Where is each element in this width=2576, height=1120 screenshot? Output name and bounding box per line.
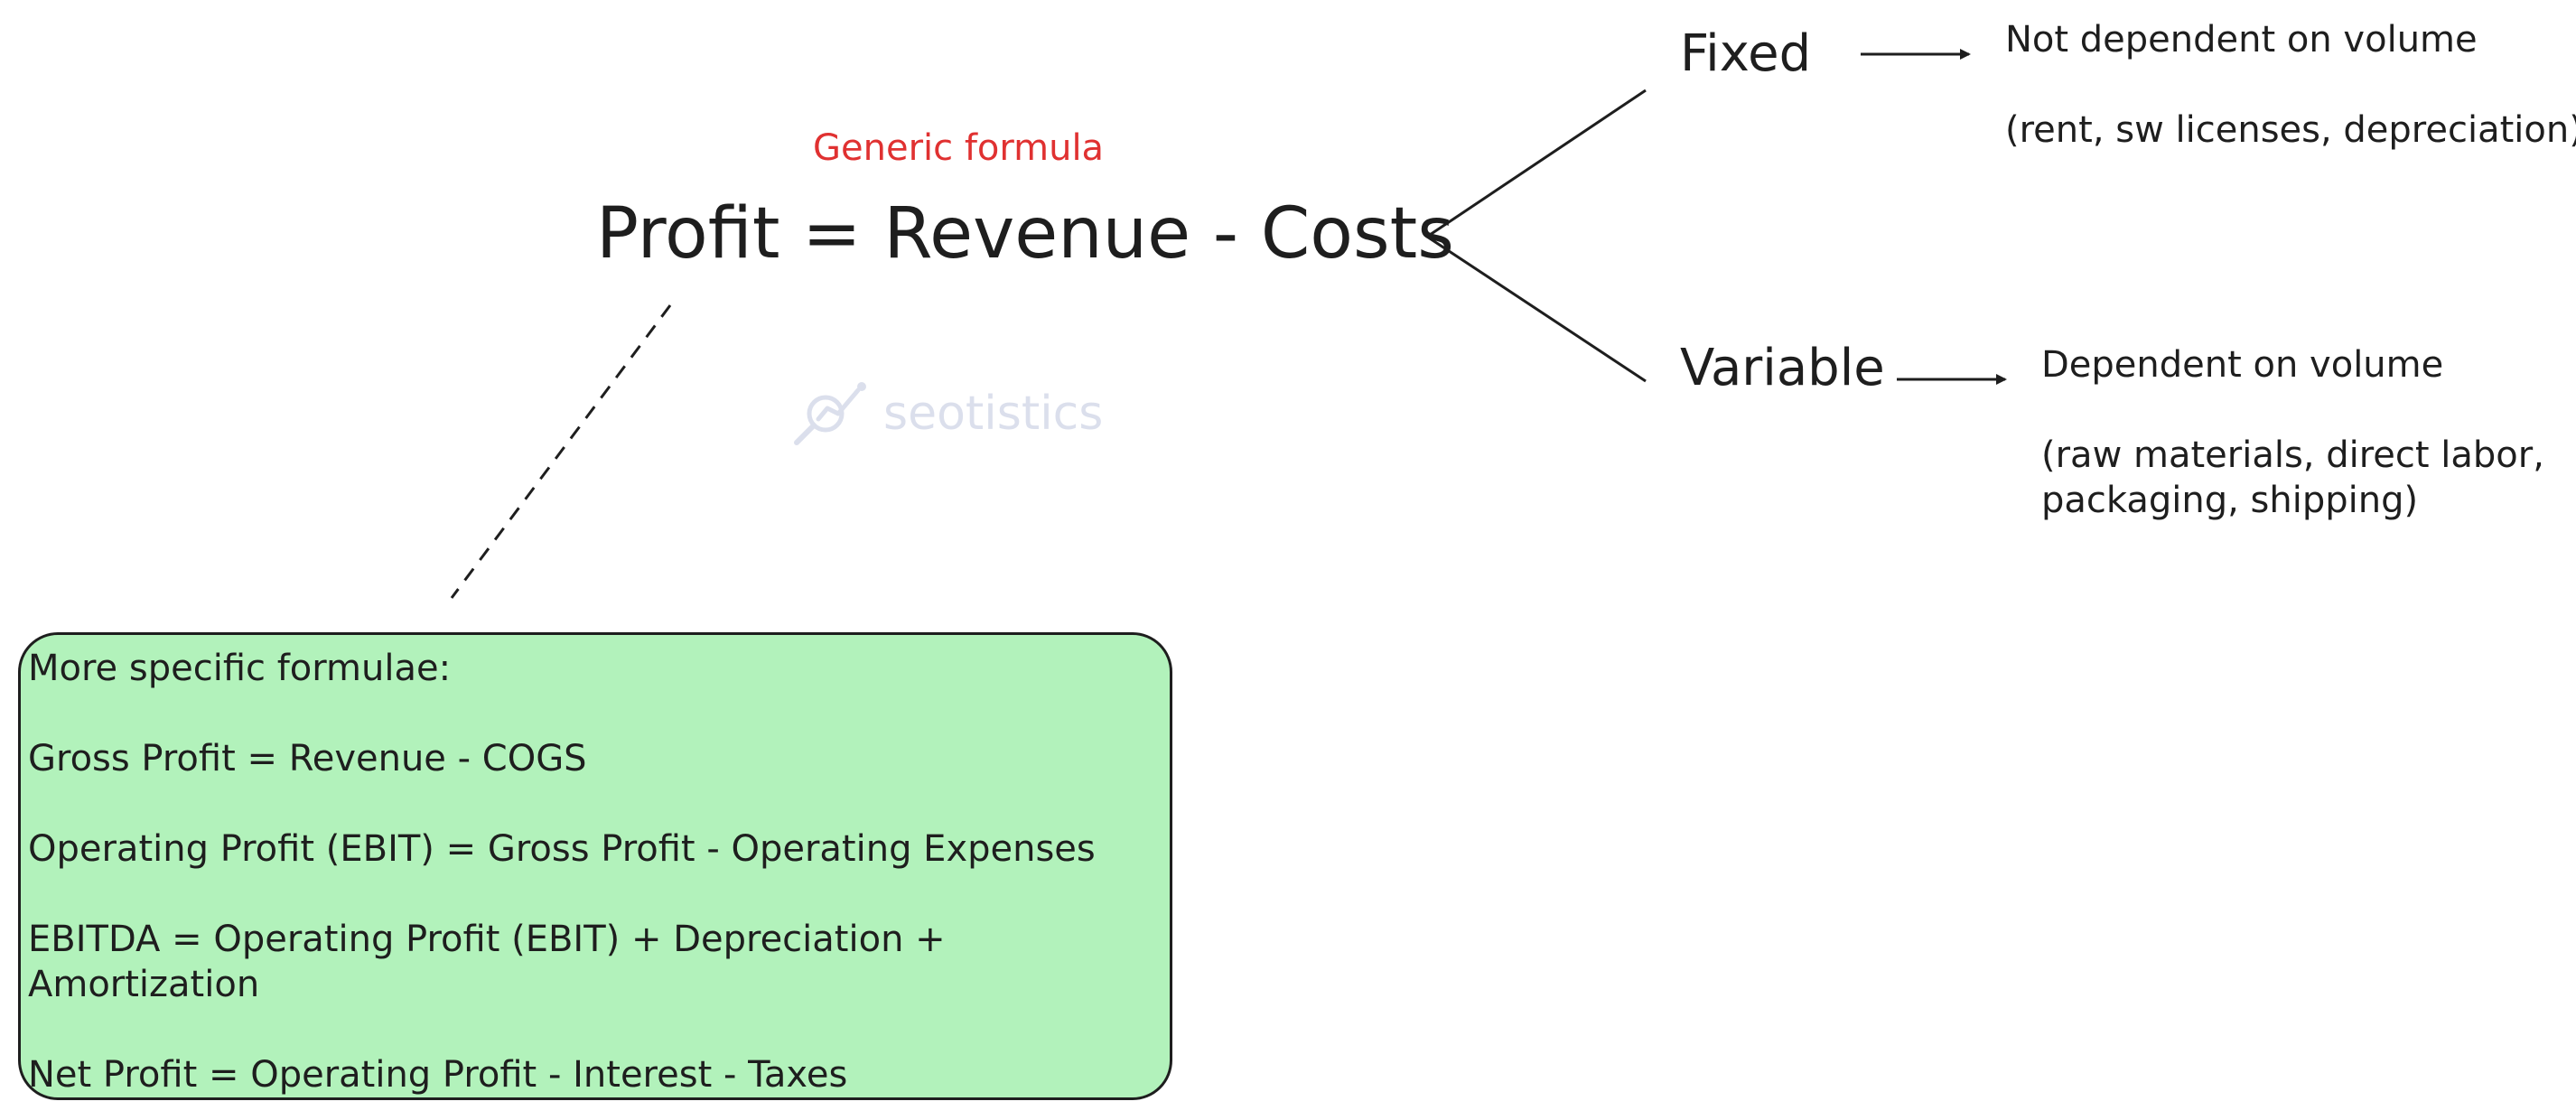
ebitda-formula-line1: EBITDA = Operating Profit (EBIT) + Depre… xyxy=(28,919,946,960)
watermark: seotistics xyxy=(788,378,1103,450)
fixed-description: Not dependent on volume xyxy=(2005,19,2478,61)
branch-line-fixed xyxy=(1426,89,1647,238)
fixed-examples: (rent, sw licenses, depreciation) xyxy=(2005,109,2576,151)
ebitda-formula-line2: Amortization xyxy=(28,964,260,1005)
subtitle-generic-formula: Generic formula xyxy=(813,127,1105,169)
branch-label-fixed: Fixed xyxy=(1680,24,1812,83)
formulae-list: More specific formulae: Gross Profit = R… xyxy=(28,646,1096,1097)
main-formula: Profit = Revenue - Costs xyxy=(596,193,1454,275)
dashed-connector xyxy=(450,304,672,599)
net-profit-formula: Net Profit = Operating Profit - Interest… xyxy=(28,1054,848,1096)
variable-examples-line1: (raw materials, direct labor, xyxy=(2041,434,2544,476)
variable-examples-line2: packaging, shipping) xyxy=(2041,480,2419,521)
watermark-text: seotistics xyxy=(883,387,1104,441)
variable-description: Dependent on volume xyxy=(2041,344,2444,386)
formulae-heading: More specific formulae: xyxy=(28,648,452,689)
magnifier-chart-icon xyxy=(794,382,866,445)
operating-profit-formula: Operating Profit (EBIT) = Gross Profit -… xyxy=(28,828,1096,870)
formulae-box: More specific formulae: Gross Profit = R… xyxy=(18,632,1172,1100)
branch-label-variable: Variable xyxy=(1680,339,1885,397)
branch-line-variable xyxy=(1426,235,1647,383)
gross-profit-formula: Gross Profit = Revenue - COGS xyxy=(28,738,587,779)
